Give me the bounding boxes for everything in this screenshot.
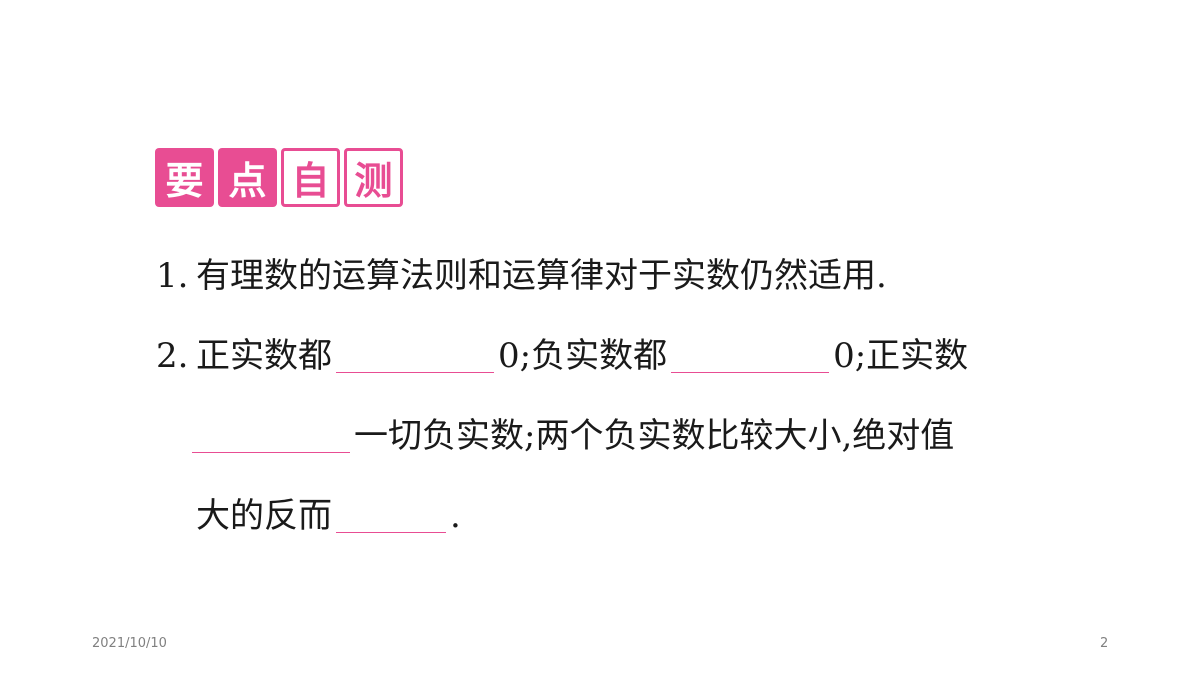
item-2-line-3: 大的反而. [196,496,461,536]
item-2-text-e: 大的反而 [196,496,332,536]
item-1-number: 1. [156,256,189,296]
badge-char-3: 自 [281,148,340,207]
item-2-text-a: 正实数都 [196,336,332,376]
footer-date: 2021/10/10 [92,636,167,651]
item-2-text-d: 一切负实数;两个负实数比较大小,绝对值 [354,416,955,456]
badge-char-1: 要 [155,148,214,207]
badge-char-4: 测 [344,148,403,207]
blank-2[interactable] [671,340,830,373]
section-badge: 要 点 自 测 [155,148,403,207]
badge-char-2: 点 [218,148,277,207]
item-2-text-c: 0;正实数 [833,336,969,376]
blank-1[interactable] [336,340,494,373]
item-2-line-2: 一切负实数;两个负实数比较大小,绝对值 [192,416,954,456]
item-1-text: 有理数的运算法则和运算律对于实数仍然适用. [196,256,887,296]
footer-page-number: 2 [1100,636,1109,651]
item-2-text-b: 0;负实数都 [498,336,668,376]
item-2-number: 2. [156,336,189,376]
blank-4[interactable] [336,500,446,533]
item-2-line-1: 2.正实数都 0;负实数都 0;正实数 [156,336,968,376]
blank-3[interactable] [192,420,350,453]
item-1: 1.有理数的运算法则和运算律对于实数仍然适用. [156,256,887,296]
item-2-text-f: . [450,496,461,536]
